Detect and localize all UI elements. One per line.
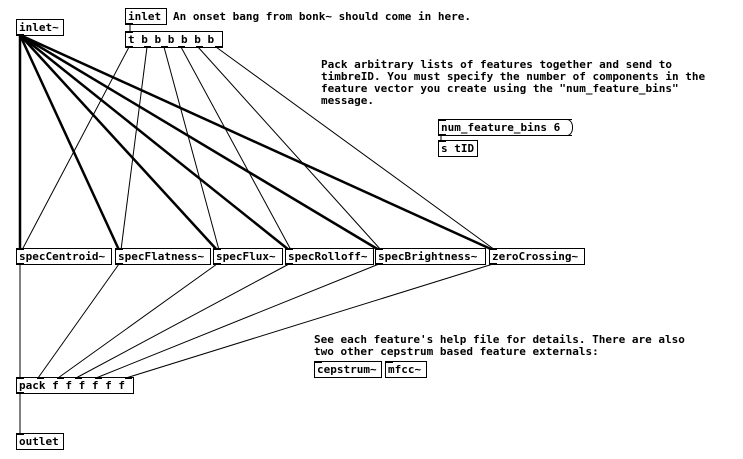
inlet-port[interactable] — [386, 361, 393, 363]
outlet-port[interactable] — [17, 392, 24, 394]
outlet-port[interactable] — [144, 46, 151, 48]
outlet-port[interactable] — [286, 263, 293, 265]
inlet-object[interactable]: inlet — [125, 8, 167, 25]
inlet-port[interactable] — [17, 248, 24, 250]
spec-flux-object[interactable]: specFlux~ — [213, 248, 283, 265]
onset-comment: An onset bang from bonk~ should come in … — [173, 10, 472, 23]
inlet-port[interactable] — [439, 140, 446, 142]
num-feature-bins-label: num_feature_bins 6 — [441, 121, 561, 134]
signal-cord — [18, 34, 121, 251]
inlet-tilde-label: inlet~ — [19, 21, 59, 34]
inlet-port[interactable] — [95, 377, 102, 379]
inlet-port[interactable] — [439, 119, 446, 121]
control-cord — [95, 263, 380, 379]
mfcc-label: mfcc~ — [388, 363, 422, 376]
outlet-port[interactable] — [17, 34, 24, 36]
control-cord — [57, 263, 218, 379]
control-cord — [37, 263, 120, 379]
signal-cord — [19, 33, 494, 252]
outlet-port[interactable] — [161, 46, 168, 48]
signal-cord — [19, 33, 380, 252]
outlet-label: outlet — [19, 435, 59, 448]
control-cord — [215, 46, 496, 251]
help-info-comment: See each feature's help file for details… — [314, 333, 685, 358]
inlet-port[interactable] — [125, 377, 132, 379]
cepstrum-label: cepstrum~ — [317, 363, 377, 376]
outlet-port[interactable] — [17, 263, 24, 265]
outlet-object[interactable]: outlet — [16, 433, 64, 450]
control-cord — [120, 46, 148, 251]
inlet-port[interactable] — [57, 377, 64, 379]
pack-info-comment: Pack arbitrary lists of features togethe… — [321, 58, 706, 107]
signal-cord — [19, 34, 290, 251]
spec-flux-label: specFlux~ — [216, 250, 276, 263]
mfcc-object[interactable]: mfcc~ — [385, 361, 427, 378]
outlet-port[interactable] — [439, 134, 446, 136]
spec-rolloff-label: specRolloff~ — [288, 250, 368, 263]
inlet-port[interactable] — [37, 377, 44, 379]
control-cord — [21, 46, 130, 251]
outlet-port[interactable] — [376, 263, 383, 265]
outlet-port[interactable] — [490, 263, 497, 265]
inlet-port[interactable] — [490, 248, 497, 250]
send-tid-object[interactable]: s tID — [438, 140, 478, 157]
control-cord — [125, 263, 494, 379]
zero-crossing-object[interactable]: zeroCrossing~ — [489, 248, 585, 265]
inlet-port[interactable] — [75, 377, 82, 379]
control-cord — [163, 46, 220, 251]
inlet-port[interactable] — [17, 433, 24, 435]
outlet-port[interactable] — [116, 263, 123, 265]
spec-flatness-label: specFlatness~ — [118, 250, 205, 263]
inlet-port[interactable] — [286, 248, 293, 250]
inlet-port[interactable] — [214, 248, 221, 250]
outlet-port[interactable] — [214, 263, 221, 265]
cepstrum-object[interactable]: cepstrum~ — [314, 361, 382, 378]
inlet-port[interactable] — [17, 377, 24, 379]
spec-centroid-label: specCentroid~ — [19, 250, 106, 263]
spec-rolloff-object[interactable]: specRolloff~ — [285, 248, 374, 265]
inlet-port[interactable] — [315, 361, 322, 363]
control-cord — [180, 46, 292, 251]
signal-cord — [19, 34, 218, 251]
spec-centroid-object[interactable]: specCentroid~ — [16, 248, 112, 265]
spec-flatness-object[interactable]: specFlatness~ — [115, 248, 211, 265]
outlet-port[interactable] — [196, 46, 203, 48]
inlet-label: inlet — [128, 10, 162, 23]
inlet-port[interactable] — [126, 31, 133, 33]
zero-crossing-label: zeroCrossing~ — [492, 250, 579, 263]
spec-brightness-object[interactable]: specBrightness~ — [375, 248, 486, 265]
control-cord — [75, 263, 290, 379]
pack-label: pack f f f f f f — [19, 379, 125, 392]
inlet-port[interactable] — [376, 248, 383, 250]
trigger-object[interactable]: t b b b b b b — [125, 31, 223, 48]
outlet-port[interactable] — [126, 23, 133, 25]
inlet-port[interactable] — [116, 248, 123, 250]
trigger-label: t b b b b b b — [128, 33, 215, 46]
pack-object[interactable]: pack f f f f f f — [16, 377, 134, 394]
send-tid-label: s tID — [441, 142, 475, 155]
outlet-port[interactable] — [178, 46, 185, 48]
control-cord — [197, 46, 382, 251]
num-feature-bins-message[interactable]: num_feature_bins 6 — [438, 119, 573, 136]
outlet-port[interactable] — [215, 46, 222, 48]
spec-brightness-label: specBrightness~ — [378, 250, 478, 263]
inlet-tilde-object[interactable]: inlet~ — [16, 19, 64, 36]
outlet-port[interactable] — [126, 46, 133, 48]
